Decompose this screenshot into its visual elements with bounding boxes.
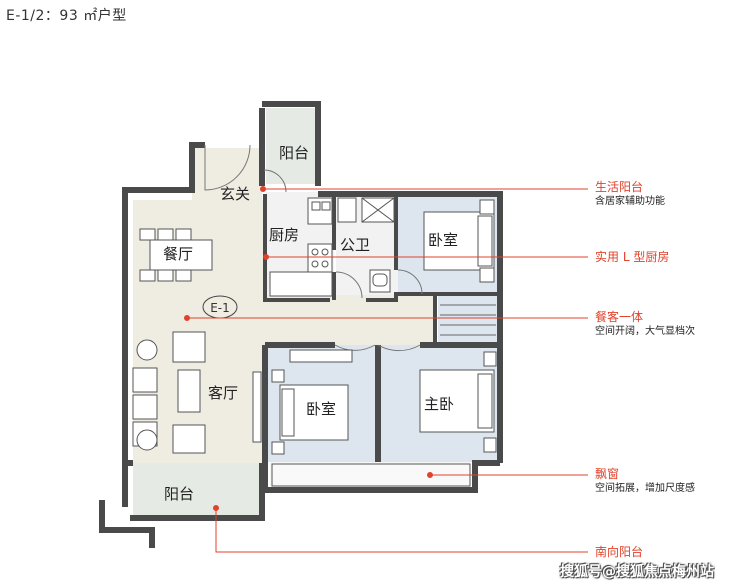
annotation-title: 实用 L 型厨房 <box>595 250 670 264</box>
coffee-table <box>177 369 201 413</box>
closet-floor <box>438 295 498 345</box>
corridor-floor <box>262 295 437 345</box>
label-living: 客厅 <box>208 384 238 402</box>
partitions <box>263 194 500 345</box>
room-labels: 阳台 玄关 厨房 公卫 卧室 餐厅 E-1 客厅 卧室 主卧 阳台 <box>163 144 458 503</box>
walls <box>99 101 503 548</box>
label-balcony-top: 阳台 <box>279 144 309 162</box>
annotation-title: 飘窗 <box>595 467 620 481</box>
tv-cabinet <box>252 371 262 443</box>
label-master: 主卧 <box>424 395 454 413</box>
bedroom-s-door <box>334 344 376 351</box>
annotation-bay-window: 飘窗 空间拓展，增加尺度感 <box>595 467 695 496</box>
entry-floor <box>192 148 262 203</box>
balcony-top-floor <box>266 108 316 184</box>
annotation-title: 生活阳台 <box>595 180 644 194</box>
annotation-living-dining: 餐客一体 空间开阔，大气显档次 <box>595 310 695 339</box>
annotation-title: 南向阳台 <box>595 545 644 559</box>
watermark: 搜狐号@搜狐焦点梅州站 <box>560 564 714 580</box>
label-dining: 餐厅 <box>163 245 193 263</box>
sofa <box>172 331 206 363</box>
annotation-desc: 空间开阔，大气显档次 <box>595 326 695 337</box>
leader-lines <box>184 186 588 553</box>
label-balcony-south: 阳台 <box>164 485 194 503</box>
plan-title: E-1/2：93 ㎡户型 <box>6 8 127 24</box>
annotation-utility-balcony: 生活阳台 含居家辅助功能 <box>595 180 665 209</box>
bedroom-ne-door <box>397 269 423 295</box>
annotation-kitchen: 实用 L 型厨房 <box>595 250 669 265</box>
label-bedroom-ne: 卧室 <box>428 231 458 249</box>
entry-door <box>204 144 251 191</box>
annotation-title: 餐客一体 <box>595 310 644 324</box>
master-door <box>377 344 421 352</box>
label-kitchen: 厨房 <box>269 226 299 244</box>
annotation-desc: 含居家辅助功能 <box>595 196 665 207</box>
bath-door <box>335 271 363 299</box>
annotation-south-balcony: 南向阳台 <box>595 545 643 560</box>
furniture <box>132 197 497 487</box>
balcony-south-floor <box>133 463 261 518</box>
label-bedroom-s: 卧室 <box>306 400 336 418</box>
label-bath: 公卫 <box>340 236 370 254</box>
dining-table <box>149 239 213 271</box>
label-entry: 玄关 <box>220 185 250 203</box>
annotation-desc: 空间拓展，增加尺度感 <box>595 483 695 494</box>
label-unit-tag: E-1 <box>210 301 230 315</box>
